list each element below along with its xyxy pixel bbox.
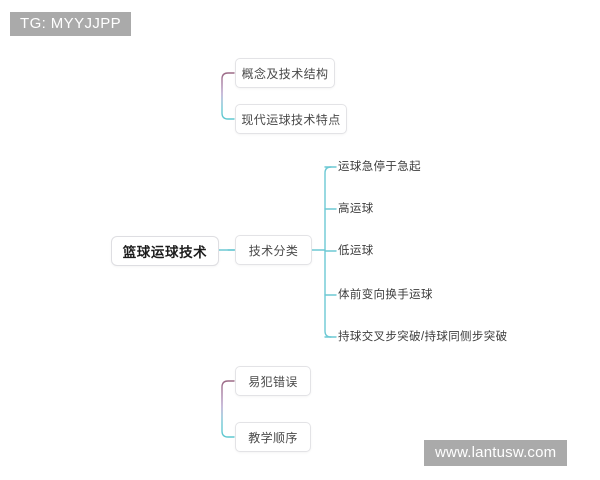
mindmap-leaf-item[interactable]: 体前变向换手运球	[338, 289, 433, 302]
leaf-item-label: 低运球	[338, 245, 374, 257]
leaf-item-label: 持球交叉步突破/持球同侧步突破	[338, 331, 508, 343]
branch-node-label: 易犯错误	[248, 374, 298, 389]
mindmap-root-node[interactable]: 篮球运球技术	[111, 236, 219, 266]
branch-node-label: 概念及技术结构	[241, 66, 329, 81]
watermark-bottom-right: www.lantusw.com	[424, 440, 568, 466]
branch-node-label: 技术分类	[248, 243, 299, 258]
mindmap-branch-node-classification[interactable]: 技术分类	[235, 235, 312, 265]
mindmap-branch-node-modern-features[interactable]: 现代运球技术特点	[235, 104, 347, 134]
leaf-item-label: 运球急停于急起	[338, 161, 421, 173]
watermark-top-left: TG: MYYJJPP	[10, 12, 132, 36]
root-node-label: 篮球运球技术	[122, 245, 208, 260]
mindmap-leaf-item[interactable]: 高运球	[338, 203, 374, 216]
leaf-item-label: 体前变向换手运球	[338, 289, 433, 301]
branch-node-label: 教学顺序	[248, 430, 298, 445]
mindmap-branch-node-concept[interactable]: 概念及技术结构	[235, 58, 335, 88]
mindmap-leaf-item[interactable]: 运球急停于急起	[338, 161, 421, 174]
mindmap-leaf-item[interactable]: 持球交叉步突破/持球同侧步突破	[338, 331, 508, 344]
branch-node-label: 现代运球技术特点	[241, 112, 341, 127]
mindmap-branch-node-common-mistakes[interactable]: 易犯错误	[235, 366, 311, 396]
mindmap-leaf-item[interactable]: 低运球	[338, 245, 374, 258]
mindmap-branch-node-teaching-order[interactable]: 教学顺序	[235, 422, 311, 452]
watermark-bottom-right-text: www.lantusw.com	[435, 444, 557, 461]
leaf-item-label: 高运球	[338, 203, 374, 215]
watermark-top-left-text: TG: MYYJJPP	[20, 15, 122, 32]
